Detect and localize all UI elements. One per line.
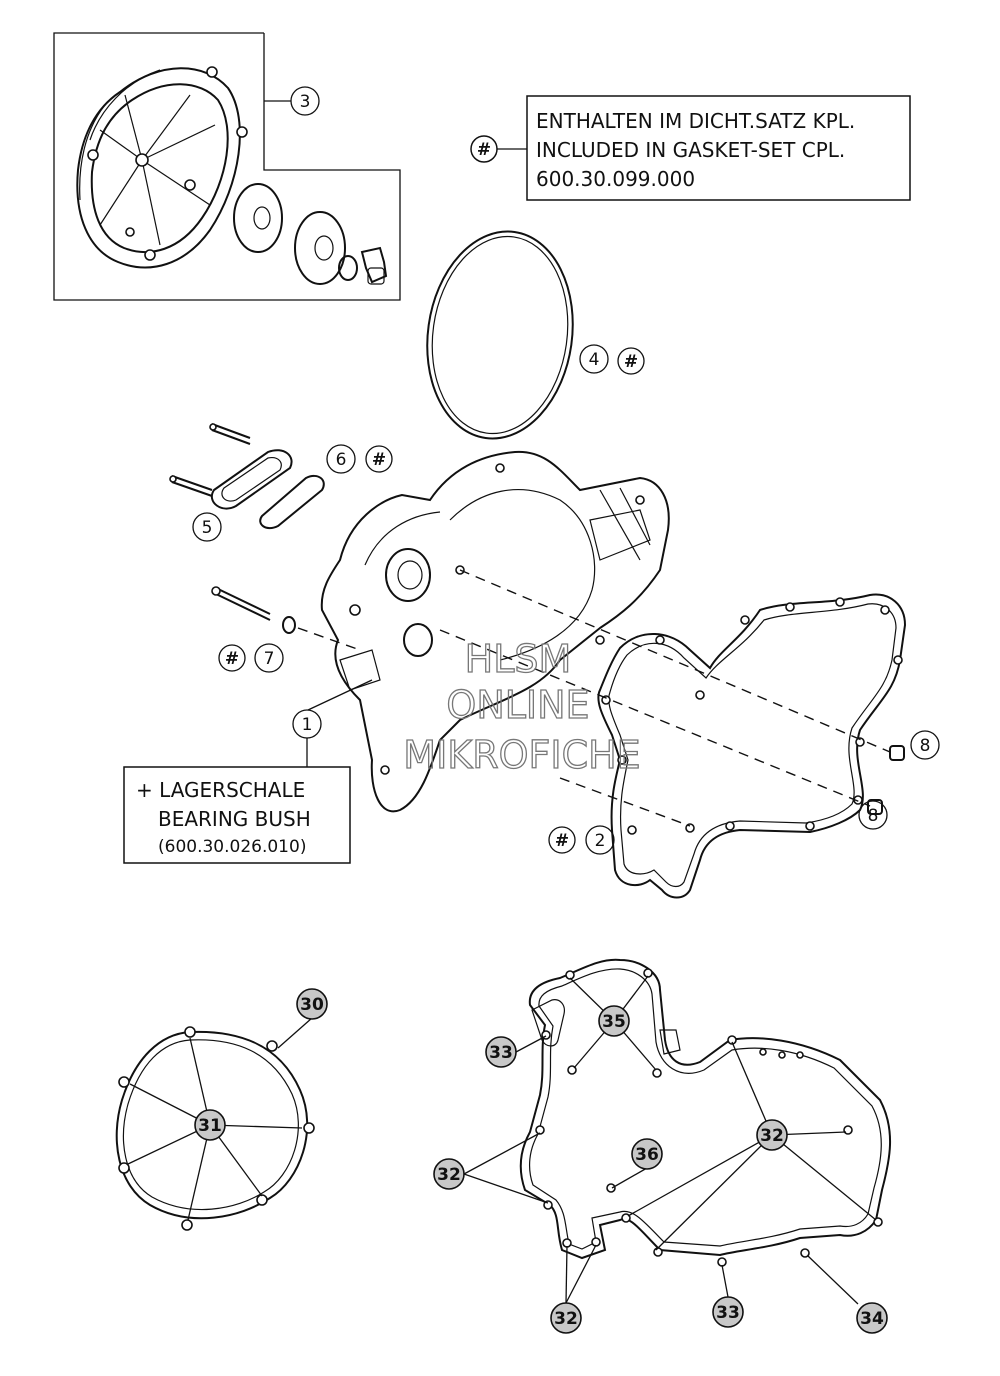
callout-36: 36 <box>635 1145 659 1165</box>
bearing-bush-box: + LAGERSCHALE BEARING BUSH (600.30.026.0… <box>123 766 351 864</box>
watermark-line-3: MIKROFICHE <box>403 733 640 777</box>
legend-symbol: # <box>477 140 491 160</box>
callout-6-symbol: # <box>372 450 386 470</box>
bearing-line-1: + LAGERSCHALE <box>136 778 305 802</box>
callout-32-bottom: 32 <box>554 1309 578 1329</box>
callout-8-upper: 8 <box>920 736 931 756</box>
bushes-part-8: 8 8 <box>858 730 940 830</box>
callout-32-left: 32 <box>437 1165 461 1185</box>
callout-3: 3 <box>300 92 311 112</box>
callout-31: 31 <box>198 1116 222 1136</box>
small-cover-part-5: 5 <box>169 423 293 542</box>
bolt-washer-part-7: # 7 <box>211 586 361 673</box>
legend-line-3: 600.30.099.000 <box>536 167 695 191</box>
bearing-line-3: (600.30.026.010) <box>158 837 306 857</box>
callout-1: 1 <box>302 715 313 735</box>
inset-box-part-3: 3 <box>53 32 401 301</box>
small-gasket-part-6: 6 # <box>259 444 393 530</box>
clutch-cover-drawing <box>76 66 388 285</box>
callout-32-right: 32 <box>760 1126 784 1146</box>
callout-30: 30 <box>300 995 324 1015</box>
callout-35: 35 <box>602 1012 626 1032</box>
o-ring-part-4: 4 # <box>426 230 645 440</box>
gasket-set-legend: # ENTHALTEN IM DICHT.SATZ KPL. INCLUDED … <box>470 95 911 201</box>
callout-34: 34 <box>860 1309 884 1329</box>
large-gasket-part-2: # 2 <box>439 569 907 899</box>
bearing-line-2: BEARING BUSH <box>158 807 311 831</box>
callout-4-symbol: # <box>624 352 638 372</box>
callout-6: 6 <box>336 450 347 470</box>
callout-2-symbol: # <box>555 831 569 851</box>
callout-7: 7 <box>264 649 275 669</box>
callout-33-lower: 33 <box>716 1303 740 1323</box>
legend-line-1: ENTHALTEN IM DICHT.SATZ KPL. <box>536 109 855 133</box>
callout-33-upper: 33 <box>489 1043 513 1063</box>
lower-gasket-parts-32-36: 35 33 32 32 36 32 33 34 <box>433 958 891 1334</box>
callout-8-lower: 8 <box>868 806 879 826</box>
callout-2: 2 <box>595 831 606 851</box>
round-gasket-parts-30-31: 31 30 <box>115 988 328 1231</box>
callout-4: 4 <box>589 350 600 370</box>
watermark-line-1: HLSM <box>465 637 572 681</box>
legend-line-2: INCLUDED IN GASKET-SET CPL. <box>536 138 845 162</box>
clutch-housing-part-1: 1 <box>292 450 670 813</box>
callout-5: 5 <box>202 518 213 538</box>
callout-7-symbol: # <box>225 649 239 669</box>
watermark-line-2: ONLINE <box>446 683 589 727</box>
watermark: HLSM ONLINE MIKROFICHE <box>403 636 642 777</box>
